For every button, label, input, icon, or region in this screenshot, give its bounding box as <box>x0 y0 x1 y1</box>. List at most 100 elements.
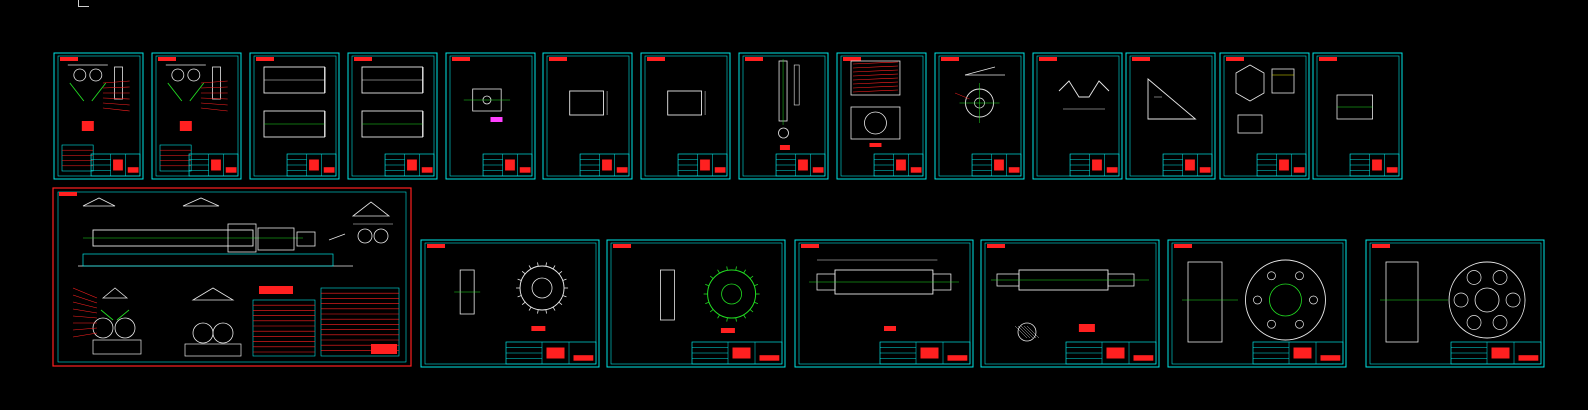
drawing-sheet-15[interactable] <box>420 239 600 368</box>
drawing-sheet-14[interactable] <box>1312 52 1403 180</box>
title-stamp <box>700 159 710 171</box>
bolt-hole <box>1453 292 1469 308</box>
title-name <box>519 167 531 173</box>
feed-line <box>69 82 85 102</box>
side-roller <box>357 228 373 244</box>
drawing-sheet-7[interactable] <box>640 52 731 180</box>
gearbox <box>227 223 257 253</box>
sheet-border <box>980 239 1160 368</box>
side-view <box>114 66 123 100</box>
drawing-sheet-18[interactable] <box>980 239 1160 368</box>
section-label <box>81 121 94 131</box>
sheet-tag <box>1226 57 1244 61</box>
leader <box>72 327 98 331</box>
leader <box>102 80 130 84</box>
title-stamp <box>1372 159 1382 171</box>
sheet-border <box>1219 52 1310 180</box>
sheet-border-selected <box>52 187 412 367</box>
feed <box>116 309 130 321</box>
title-stamp <box>371 344 397 354</box>
roller-a <box>92 317 114 339</box>
drawing-sheet-3[interactable] <box>249 52 340 180</box>
drawing-sheet-6[interactable] <box>542 52 633 180</box>
tooth <box>754 301 759 304</box>
handwheel-right <box>182 197 220 207</box>
sheet-tag <box>256 57 274 61</box>
sheet-inner-border <box>938 55 1022 177</box>
sheet-tag <box>427 244 445 248</box>
tooth <box>705 301 710 304</box>
sheet-border <box>445 52 536 180</box>
drawing-sheet-1[interactable] <box>53 52 144 180</box>
title-name <box>1008 167 1020 173</box>
plate <box>569 90 604 116</box>
bolt-hole <box>1295 271 1304 281</box>
bolt-hole <box>1466 270 1482 285</box>
tooth <box>709 275 714 279</box>
side <box>1271 68 1295 94</box>
drawing-sheet-20[interactable] <box>1365 239 1545 368</box>
drawing-sheet-general-assembly[interactable] <box>52 187 412 367</box>
drawing-sheet-8[interactable] <box>738 52 829 180</box>
leader <box>200 80 228 84</box>
drawing-sheet-9[interactable] <box>836 52 927 180</box>
title-stamp <box>732 347 751 359</box>
drawing-sheet-11[interactable] <box>1032 52 1123 180</box>
label <box>1078 324 1095 332</box>
drawing-sheet-13[interactable] <box>1219 52 1310 180</box>
hatch <box>1023 325 1037 339</box>
tooth <box>717 314 720 319</box>
hatch <box>852 81 898 85</box>
sheet-tag <box>843 57 861 61</box>
dim-mark <box>490 117 503 122</box>
sheet-tag <box>941 57 959 61</box>
roller-d <box>212 322 234 344</box>
drawing-sheet-19[interactable] <box>1167 239 1347 368</box>
parts-table-2 <box>320 287 400 357</box>
drawing-sheet-10[interactable] <box>934 52 1025 180</box>
drawing-sheet-4[interactable] <box>347 52 438 180</box>
tooth <box>545 262 547 267</box>
sheet-tag <box>647 57 665 61</box>
side-roller <box>373 228 389 244</box>
title-stamp <box>1491 347 1510 359</box>
roller-c <box>192 322 214 344</box>
sheet-inner-border <box>449 55 533 177</box>
section <box>1017 322 1037 342</box>
tooth <box>558 270 563 275</box>
drawing-sheet-12[interactable] <box>1125 52 1216 180</box>
sheet-tag <box>745 57 763 61</box>
triangle <box>1147 78 1197 120</box>
tooth <box>562 278 567 281</box>
label <box>531 326 546 331</box>
leader <box>72 308 98 314</box>
bore <box>1474 287 1500 313</box>
handwheel-left <box>82 197 116 207</box>
section-label <box>179 121 192 131</box>
roller-right <box>187 68 201 82</box>
plate-top <box>850 60 901 96</box>
tooth <box>552 306 556 311</box>
parts-list <box>61 144 94 172</box>
title-name <box>573 355 594 361</box>
leader <box>200 107 228 112</box>
sheet-inner-border <box>798 242 971 365</box>
disc <box>1448 261 1526 339</box>
sheet-inner-border <box>610 242 783 365</box>
label <box>884 326 896 331</box>
drawing-sheet-2[interactable] <box>151 52 242 180</box>
sheet-border <box>151 52 242 180</box>
handwheel-bottom-2 <box>191 287 235 301</box>
drawing-sheet-17[interactable] <box>794 239 974 368</box>
tooth <box>726 317 728 322</box>
leader <box>102 86 130 89</box>
title-stamp <box>113 159 123 171</box>
drawing-sheet-16[interactable] <box>606 239 786 368</box>
parts-table-1 <box>252 299 316 357</box>
detail <box>1237 114 1263 134</box>
title-stamp <box>1279 159 1289 171</box>
drawing-sheet-5[interactable] <box>445 52 536 180</box>
arrow <box>328 233 346 241</box>
